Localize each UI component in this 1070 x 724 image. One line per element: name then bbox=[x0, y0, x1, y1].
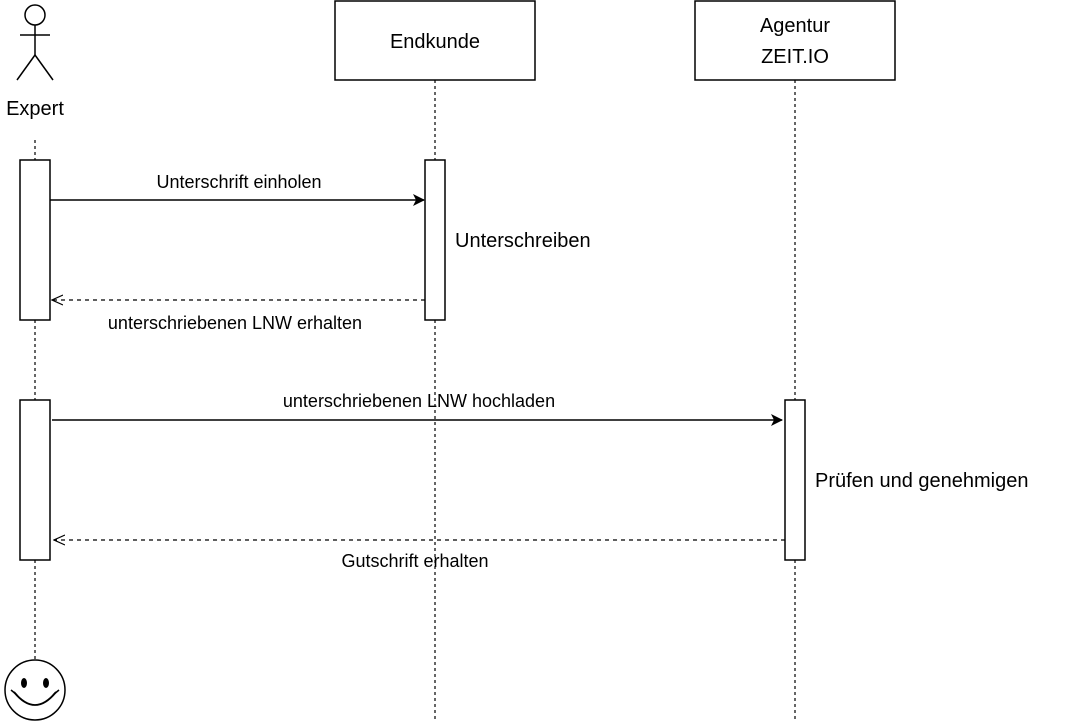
participant-label-agentur-line1: Agentur bbox=[760, 15, 830, 37]
activation-bar-expert-1[interactable] bbox=[19, 159, 51, 321]
activity-note-pruefen-und-genehmigen: Prüfen und genehmigen bbox=[815, 470, 1029, 492]
activation-bar-endkunde[interactable] bbox=[424, 159, 446, 321]
participant-box-agentur[interactable] bbox=[694, 0, 896, 81]
stick-figure-icon[interactable] bbox=[16, 4, 54, 81]
message-label-gutschrift-erhalten: Gutschrift erhalten bbox=[341, 551, 488, 571]
activation-bar-expert-2[interactable] bbox=[19, 399, 51, 561]
participant-label-agentur-line2: ZEIT.IO bbox=[761, 46, 829, 68]
message-label-lnw-hochladen: unterschriebenen LNW hochladen bbox=[283, 391, 555, 411]
message-label-lnw-erhalten: unterschriebenen LNW erhalten bbox=[108, 313, 362, 333]
message-label-unterschrift-einholen: Unterschrift einholen bbox=[156, 172, 321, 192]
smiley-face-icon[interactable] bbox=[4, 659, 66, 721]
participant-box-endkunde[interactable] bbox=[334, 0, 536, 81]
activation-bar-agentur[interactable] bbox=[784, 399, 806, 561]
actor-label-expert: Expert bbox=[6, 98, 64, 120]
activity-note-unterschreiben: Unterschreiben bbox=[455, 230, 591, 252]
participant-label-endkunde: Endkunde bbox=[390, 31, 480, 53]
